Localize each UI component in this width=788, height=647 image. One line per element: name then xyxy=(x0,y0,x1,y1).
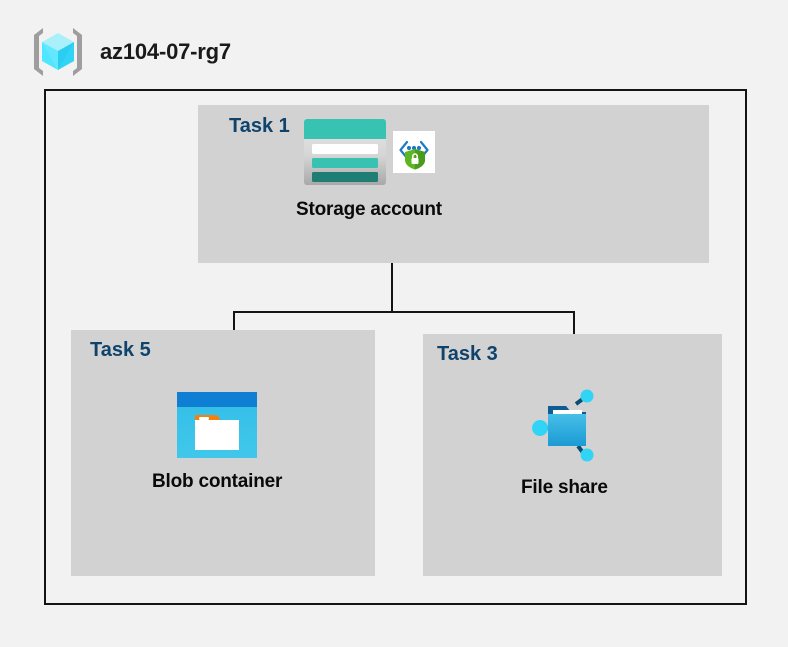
task-panel-storage-account: Task 1 xyxy=(198,105,709,263)
node-caption-storage-account: Storage account xyxy=(296,199,442,220)
blob-container-icon xyxy=(177,392,258,463)
blob-container-icon-group xyxy=(177,392,258,463)
file-share-icon-group xyxy=(524,388,604,469)
task-label-1: Task 1 xyxy=(229,115,290,137)
secure-endpoint-shield-icon xyxy=(392,131,435,178)
storage-account-icon-group xyxy=(303,118,435,191)
node-caption-file-share: File share xyxy=(521,477,608,498)
node-blob-container[interactable]: Blob container xyxy=(152,392,282,493)
task-label-5: Task 5 xyxy=(90,339,151,361)
node-caption-blob-container: Blob container xyxy=(152,471,283,492)
node-storage-account[interactable]: Storage account xyxy=(296,118,442,221)
connector-horizontal-bar xyxy=(233,311,575,313)
storage-account-icon xyxy=(303,118,387,191)
task-label-3: Task 3 xyxy=(437,343,498,365)
task-panel-file-share: Task 3 xyxy=(423,334,722,576)
resource-group-cube-icon xyxy=(30,26,86,78)
file-share-icon xyxy=(524,388,604,469)
resource-group-boundary xyxy=(44,89,747,605)
resource-group-name: az104-07-rg7 xyxy=(100,39,231,64)
node-file-share[interactable]: File share xyxy=(521,388,608,499)
resource-group-header: az104-07-rg7 xyxy=(30,26,231,78)
connector-storage-trunk xyxy=(391,263,393,313)
